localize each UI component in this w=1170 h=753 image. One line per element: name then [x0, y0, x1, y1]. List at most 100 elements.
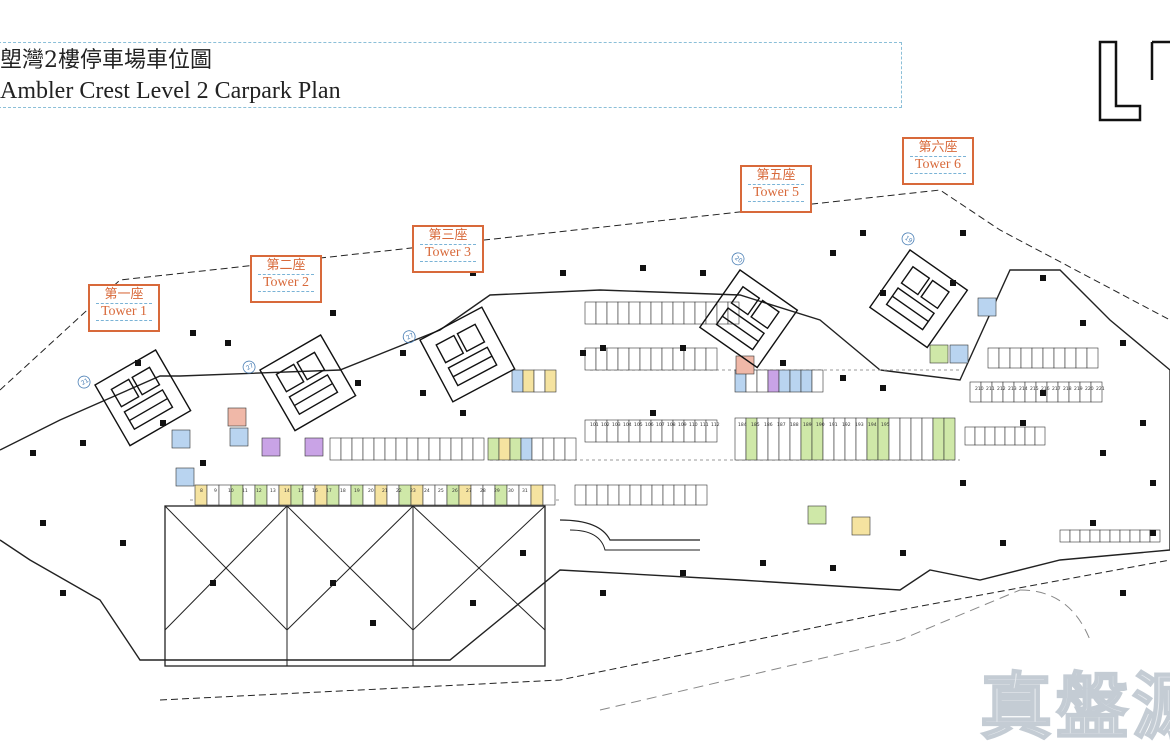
parking-stall[interactable]: [1024, 381, 1037, 403]
parking-stall[interactable]: [662, 484, 675, 506]
parking-stall[interactable]: [373, 437, 386, 461]
parking-stall[interactable]: [542, 484, 556, 506]
parking-stall[interactable]: [672, 347, 685, 371]
parking-stall[interactable]: [1090, 381, 1103, 403]
parking-stall[interactable]: [756, 369, 769, 393]
parking-stall[interactable]: [650, 301, 663, 325]
parking-stall[interactable]: [254, 484, 268, 506]
parking-stall[interactable]: [607, 484, 620, 506]
parking-stall[interactable]: [531, 437, 544, 461]
parking-stall[interactable]: [304, 437, 324, 457]
parking-stall[interactable]: [406, 437, 419, 461]
parking-stall[interactable]: [1002, 381, 1015, 403]
parking-stall[interactable]: [1014, 426, 1026, 446]
parking-stall[interactable]: [340, 437, 353, 461]
parking-stall[interactable]: [661, 301, 674, 325]
parking-stall[interactable]: [617, 347, 630, 371]
parking-stall[interactable]: [530, 484, 544, 506]
parking-stall[interactable]: [374, 484, 388, 506]
parking-stall[interactable]: [1068, 381, 1081, 403]
parking-stall[interactable]: [932, 417, 945, 461]
parking-stall[interactable]: [1046, 381, 1059, 403]
parking-stall[interactable]: [789, 369, 802, 393]
parking-stall[interactable]: [672, 301, 685, 325]
parking-stall[interactable]: [1069, 529, 1081, 543]
parking-stall[interactable]: [395, 437, 408, 461]
parking-stall[interactable]: [683, 301, 696, 325]
parking-stall[interactable]: [683, 347, 696, 371]
parking-stall[interactable]: [417, 437, 430, 461]
parking-stall[interactable]: [498, 437, 511, 461]
parking-stall[interactable]: [506, 484, 520, 506]
parking-stall[interactable]: [362, 484, 376, 506]
parking-stall[interactable]: [606, 301, 619, 325]
parking-stall[interactable]: [1089, 529, 1101, 543]
parking-stall[interactable]: [278, 484, 292, 506]
parking-stall[interactable]: [410, 484, 424, 506]
parking-stall[interactable]: [384, 437, 397, 461]
parking-stall[interactable]: [544, 369, 557, 393]
parking-stall[interactable]: [606, 347, 619, 371]
parking-stall[interactable]: [969, 381, 982, 403]
parking-stall[interactable]: [522, 369, 535, 393]
parking-stall[interactable]: [175, 467, 195, 487]
parking-stall[interactable]: [1020, 347, 1033, 369]
parking-stall[interactable]: [1064, 347, 1077, 369]
parking-stall[interactable]: [290, 484, 304, 506]
parking-stall[interactable]: [584, 347, 597, 371]
parking-stall[interactable]: [994, 426, 1006, 446]
parking-stall[interactable]: [778, 369, 791, 393]
parking-stall[interactable]: [302, 484, 316, 506]
parking-stall[interactable]: [314, 484, 328, 506]
parking-stall[interactable]: [242, 484, 256, 506]
parking-stall[interactable]: [650, 347, 663, 371]
parking-stall[interactable]: [1057, 381, 1070, 403]
parking-stall[interactable]: [218, 484, 232, 506]
parking-stall[interactable]: [487, 437, 500, 461]
parking-stall[interactable]: [458, 484, 472, 506]
parking-stall[interactable]: [1004, 426, 1016, 446]
parking-stall[interactable]: [639, 301, 652, 325]
parking-stall[interactable]: [472, 437, 485, 461]
parking-stall[interactable]: [888, 417, 901, 461]
parking-stall[interactable]: [1139, 529, 1151, 543]
parking-stall[interactable]: [230, 484, 244, 506]
parking-stall[interactable]: [1109, 529, 1121, 543]
parking-stall[interactable]: [326, 484, 340, 506]
parking-stall[interactable]: [921, 417, 934, 461]
parking-stall[interactable]: [640, 484, 653, 506]
parking-stall[interactable]: [991, 381, 1004, 403]
parking-stall[interactable]: [639, 347, 652, 371]
parking-stall[interactable]: [542, 437, 555, 461]
parking-stall[interactable]: [705, 419, 718, 443]
parking-stall[interactable]: [998, 347, 1011, 369]
parking-stall[interactable]: [977, 297, 997, 317]
parking-stall[interactable]: [595, 301, 608, 325]
parking-stall[interactable]: [518, 484, 532, 506]
parking-stall[interactable]: [194, 484, 208, 506]
parking-stall[interactable]: [350, 484, 364, 506]
parking-stall[interactable]: [1053, 347, 1066, 369]
parking-stall[interactable]: [987, 347, 1000, 369]
parking-stall[interactable]: [386, 484, 400, 506]
parking-stall[interactable]: [1119, 529, 1131, 543]
parking-stall[interactable]: [1099, 529, 1111, 543]
parking-stall[interactable]: [617, 301, 630, 325]
parking-stall[interactable]: [695, 484, 708, 506]
parking-stall[interactable]: [910, 417, 923, 461]
parking-stall[interactable]: [338, 484, 352, 506]
parking-stall[interactable]: [450, 437, 463, 461]
parking-stall[interactable]: [564, 437, 577, 461]
parking-stall[interactable]: [494, 484, 508, 506]
parking-stall[interactable]: [511, 369, 524, 393]
parking-stall[interactable]: [673, 484, 686, 506]
parking-stall[interactable]: [628, 347, 641, 371]
parking-stall[interactable]: [949, 344, 969, 364]
parking-stall[interactable]: [329, 437, 342, 461]
parking-stall[interactable]: [362, 437, 375, 461]
parking-stall[interactable]: [171, 429, 191, 449]
parking-stall[interactable]: [584, 301, 597, 325]
parking-stall[interactable]: [261, 437, 281, 457]
parking-stall[interactable]: [1034, 426, 1046, 446]
parking-stall[interactable]: [351, 437, 364, 461]
